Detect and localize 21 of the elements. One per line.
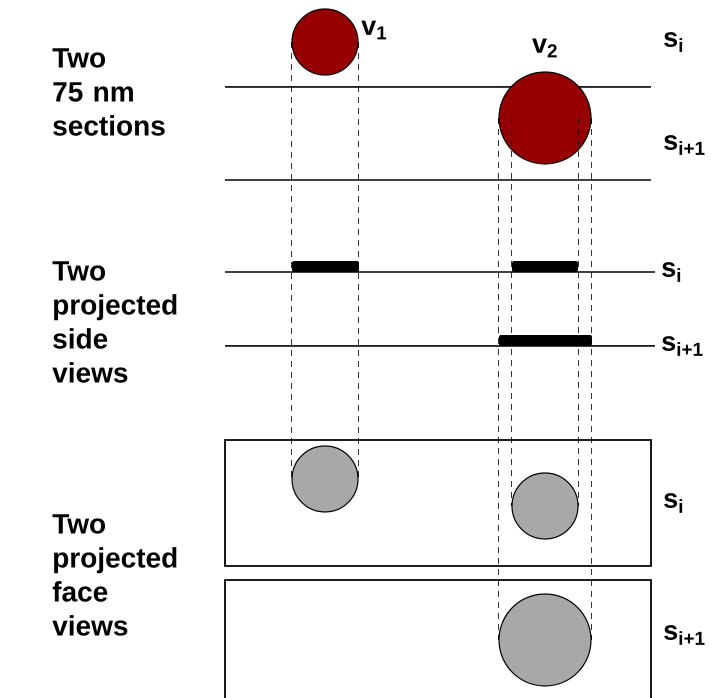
section-label: s$_{i}$ bbox=[664, 493, 682, 513]
section-label: s$_{i}$ bbox=[662, 262, 680, 282]
projection-circle bbox=[511, 472, 579, 540]
section-label: s$_{i+1}$ bbox=[664, 625, 704, 645]
vesicle-circle bbox=[291, 8, 359, 76]
vesicle-label: v$_{1}$ bbox=[361, 20, 386, 40]
projection-line bbox=[358, 42, 359, 480]
projection-circle bbox=[291, 445, 359, 513]
projection-line bbox=[498, 118, 499, 640]
row-label: Two projected face views bbox=[52, 514, 176, 636]
projection-line bbox=[291, 42, 292, 480]
section-label: s$_{i+1}$ bbox=[664, 135, 704, 155]
row-label: Two 75 nm sections bbox=[52, 48, 165, 136]
vesicle-circle bbox=[498, 71, 592, 165]
projection-line bbox=[578, 118, 579, 506]
projection-circle bbox=[498, 593, 592, 687]
projection-line bbox=[511, 118, 512, 506]
section-label: s$_{i}$ bbox=[664, 32, 682, 52]
projection-line bbox=[591, 118, 592, 640]
row-label: Two projected side views bbox=[52, 261, 176, 383]
section-label: s$_{i+1}$ bbox=[662, 336, 702, 356]
